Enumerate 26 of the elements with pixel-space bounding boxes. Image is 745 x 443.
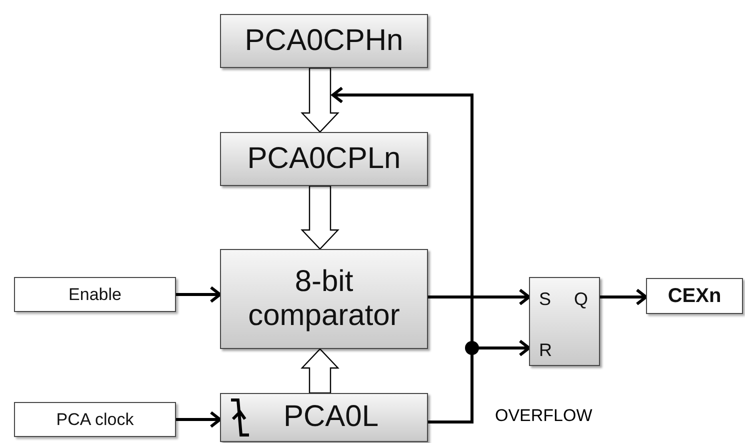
comparator-box (220, 249, 428, 349)
bus-arrow (300, 185, 340, 250)
box-label: R (539, 340, 552, 361)
box-label: CEXn (668, 284, 722, 308)
output-box (646, 278, 743, 314)
input-box (14, 277, 176, 312)
box-label: PCA clock (56, 410, 134, 430)
arrow (600, 288, 648, 306)
bus-arrow (300, 348, 340, 394)
register-box (220, 14, 428, 68)
box-label: 8-bit comparator (247, 264, 401, 334)
box-label: Enable (68, 284, 122, 304)
box-label: PCA0CPLn (247, 142, 401, 176)
arrow (176, 286, 222, 303)
box-label: Q (574, 289, 588, 310)
signal-label: OVERFLOW (495, 406, 592, 426)
bus-arrow (300, 67, 340, 133)
box-label: S (539, 289, 552, 310)
arrow (428, 288, 530, 306)
flip-flop-box (529, 277, 600, 366)
box-label: PCA0CPHn (244, 24, 404, 58)
counter-box (220, 393, 428, 442)
input-box (14, 402, 176, 437)
register-box (220, 132, 428, 186)
box-label: PCA0L (283, 400, 379, 435)
arrow (176, 411, 222, 428)
